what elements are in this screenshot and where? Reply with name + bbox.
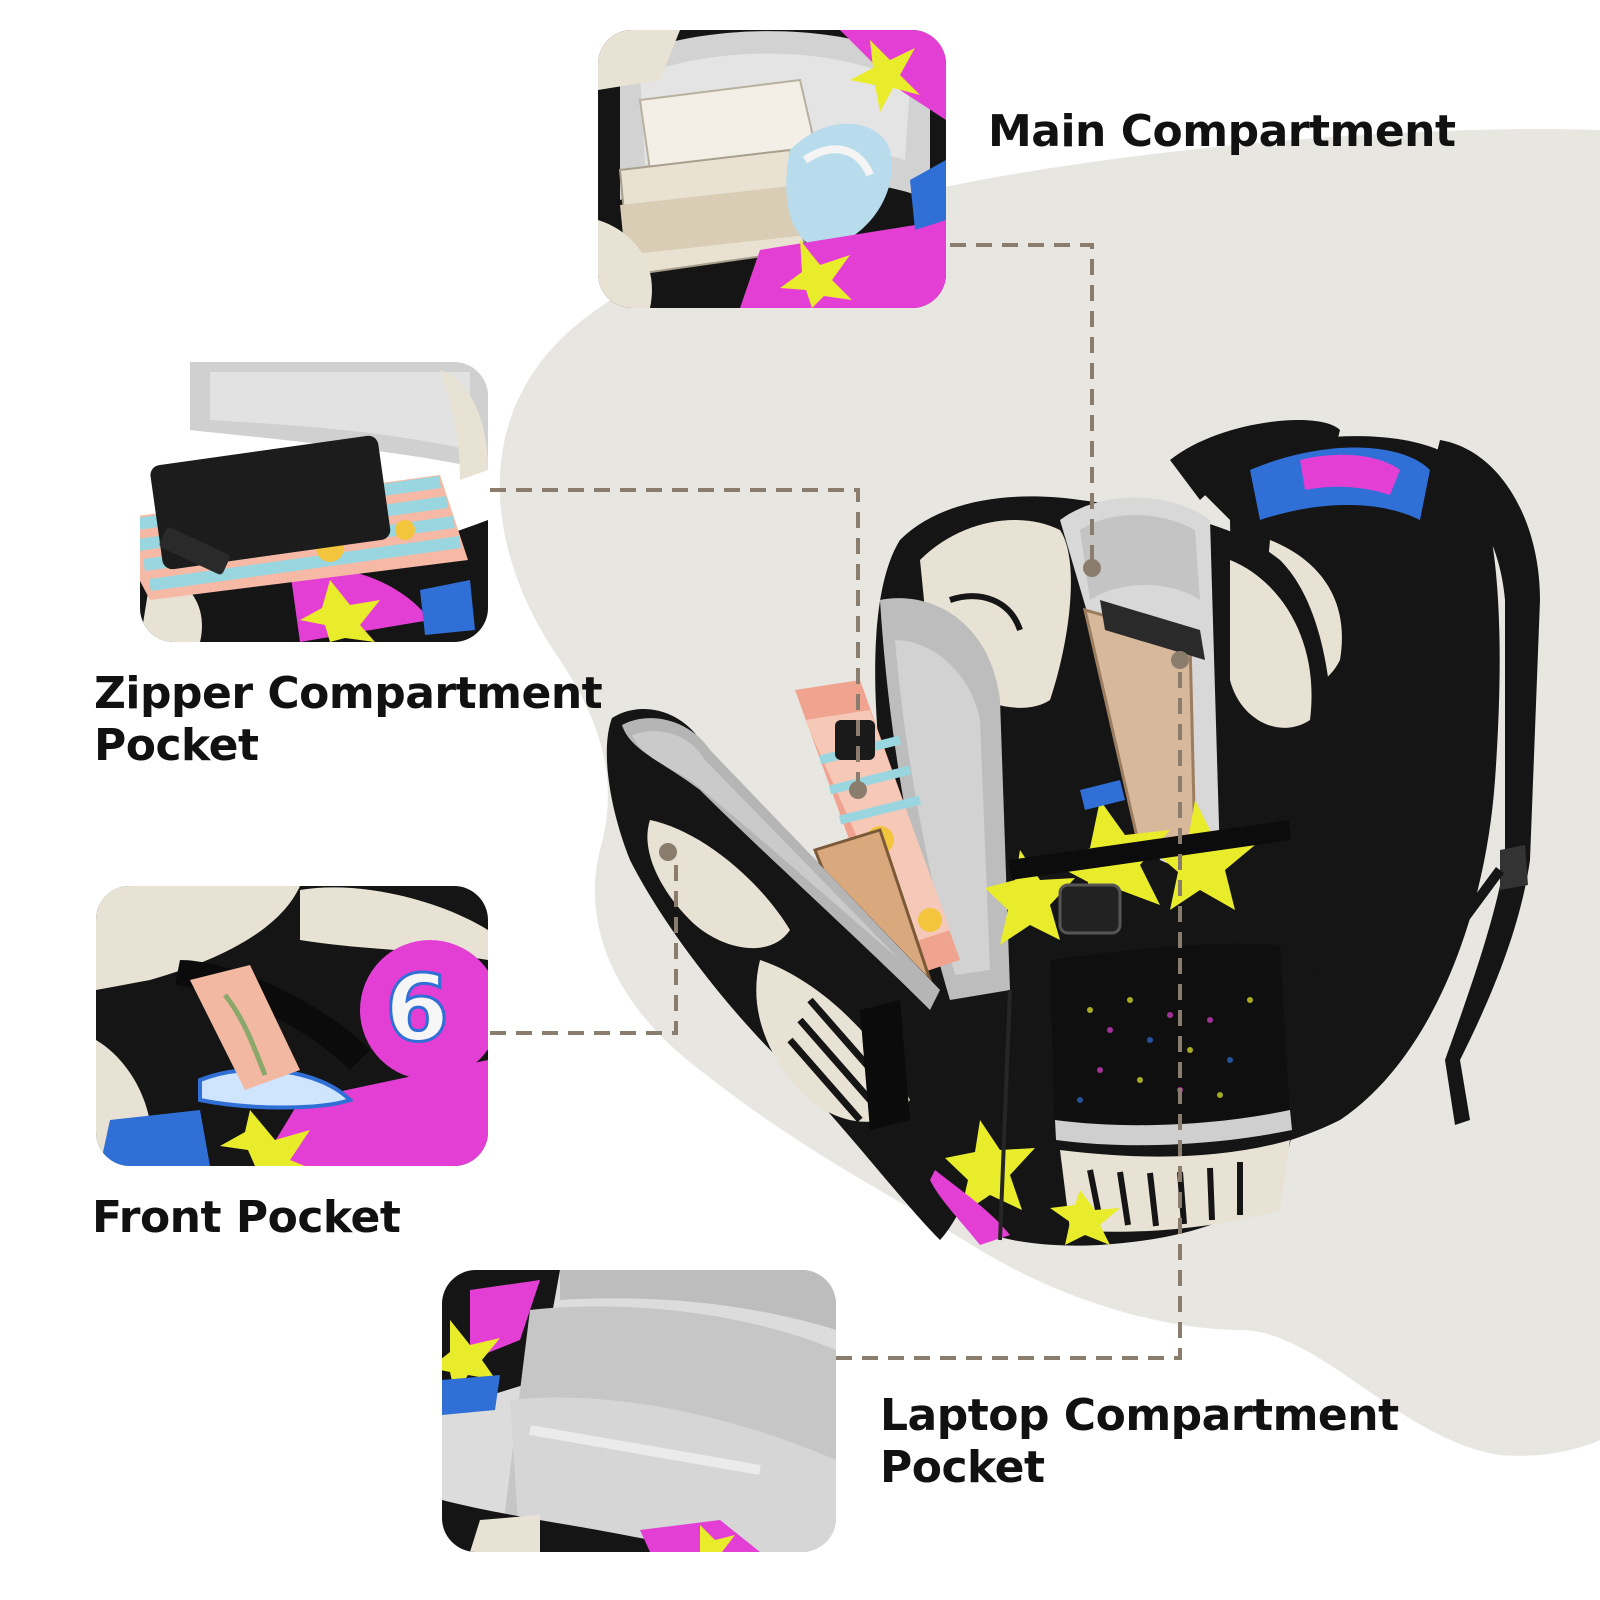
- front-pocket-photo: 6: [96, 886, 488, 1166]
- dot-main: [1083, 559, 1101, 577]
- label-main-compartment-text: Main Compartment: [988, 106, 1456, 157]
- label-front-pocket: Front Pocket: [92, 1192, 401, 1244]
- label-zipper-line1: Zipper Compartment: [94, 668, 603, 719]
- leader-front: [490, 858, 678, 1035]
- label-zipper-line2: Pocket: [94, 720, 259, 771]
- dot-zipper: [849, 781, 867, 799]
- laptop-pocket-photo: [442, 1270, 836, 1552]
- dot-laptop: [1171, 651, 1189, 669]
- label-zipper-compartment: Zipper Compartment Pocket: [94, 668, 603, 772]
- main-compartment-photo: [598, 30, 946, 308]
- zipper-pocket-photo: [140, 362, 488, 642]
- leader-dots: [659, 559, 1189, 861]
- label-main-compartment: Main Compartment: [988, 106, 1456, 158]
- svg-text:6: 6: [385, 955, 449, 1062]
- label-laptop-line1: Laptop Compartment: [880, 1390, 1399, 1441]
- leader-zipper: [490, 488, 860, 790]
- backpack-illustration: [606, 420, 1540, 1246]
- label-laptop-line2: Pocket: [880, 1442, 1045, 1493]
- leader-main: [950, 243, 1094, 568]
- leader-lines: [490, 243, 1182, 1360]
- label-laptop-compartment: Laptop Compartment Pocket: [880, 1390, 1399, 1494]
- dot-front: [659, 843, 677, 861]
- label-front-pocket-text: Front Pocket: [92, 1192, 401, 1243]
- leader-laptop: [836, 660, 1182, 1360]
